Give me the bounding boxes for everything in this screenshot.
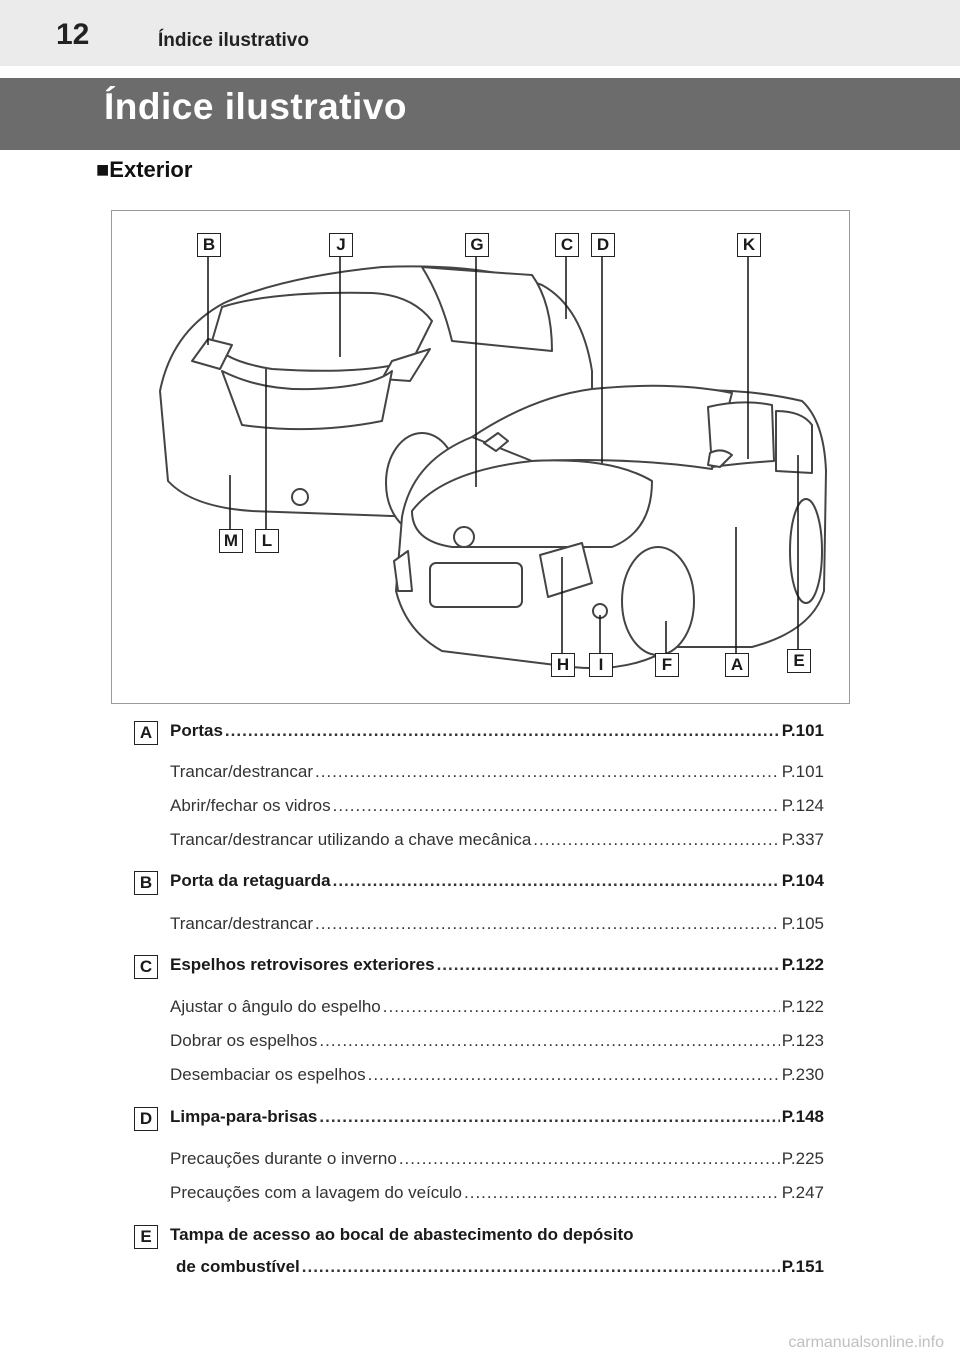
sub-entry[interactable]: Desembaciar os espelhosP.230 bbox=[170, 1065, 824, 1089]
callout-f: F bbox=[655, 653, 679, 677]
page-ref: P.151 bbox=[781, 1257, 824, 1276]
entry-a[interactable]: Portas P.101 bbox=[170, 721, 824, 745]
entry-e[interactable]: de combustível P.151 bbox=[176, 1257, 824, 1281]
page-ref: P.123 bbox=[781, 1031, 824, 1050]
page-ref: P.247 bbox=[781, 1183, 824, 1202]
callout-d: D bbox=[591, 233, 615, 257]
sub-entry[interactable]: Precauções durante o invernoP.225 bbox=[170, 1149, 824, 1173]
callout-h: H bbox=[551, 653, 575, 677]
page-number: 12 bbox=[56, 18, 90, 51]
entry-d[interactable]: Limpa-para-brisas P.148 bbox=[170, 1107, 824, 1131]
page-ref: P.101 bbox=[781, 721, 824, 740]
sub-entry[interactable]: Trancar/destrancarP.101 bbox=[170, 762, 824, 786]
callout-g: G bbox=[465, 233, 489, 257]
entry-title: Tampa de acesso ao bocal de abasteciment… bbox=[170, 1225, 634, 1244]
entry-title: Limpa-para-brisas bbox=[170, 1107, 318, 1126]
entry-b[interactable]: Porta da retaguarda P.104 bbox=[170, 871, 824, 895]
sub-entry[interactable]: Trancar/destrancar utilizando a chave me… bbox=[170, 830, 824, 854]
entry-letter-b: B bbox=[134, 871, 158, 895]
page-ref: P.230 bbox=[781, 1065, 824, 1084]
page-ref: P.122 bbox=[781, 997, 824, 1016]
sub-entry[interactable]: Dobrar os espelhosP.123 bbox=[170, 1031, 824, 1055]
page-title: Índice ilustrativo bbox=[104, 86, 408, 127]
page-ref: P.225 bbox=[781, 1149, 824, 1168]
callout-e: E bbox=[787, 649, 811, 673]
entry-letter-d: D bbox=[134, 1107, 158, 1131]
page-ref: P.148 bbox=[781, 1107, 824, 1126]
exterior-illustration: B J G C D K M L H I F A E bbox=[111, 210, 850, 704]
callout-j: J bbox=[329, 233, 353, 257]
title-banner bbox=[0, 78, 960, 150]
entry-letter-c: C bbox=[134, 955, 158, 979]
sub-entry[interactable]: Precauções com a lavagem do veículoP.247 bbox=[170, 1183, 824, 1207]
page-ref: P.122 bbox=[781, 955, 824, 974]
running-title: Índice ilustrativo bbox=[158, 30, 309, 51]
callout-c: C bbox=[555, 233, 579, 257]
callout-m: M bbox=[219, 529, 243, 553]
car-illustration bbox=[159, 257, 827, 670]
entry-title: Espelhos retrovisores exteriores bbox=[170, 955, 435, 974]
callout-i: I bbox=[589, 653, 613, 677]
page-ref: P.105 bbox=[781, 914, 824, 933]
entry-title: Portas bbox=[170, 721, 223, 740]
entry-title: Porta da retaguarda bbox=[170, 871, 331, 890]
entry-letter-a: A bbox=[134, 721, 158, 745]
callout-a: A bbox=[725, 653, 749, 677]
section-heading: ■Exterior bbox=[96, 157, 193, 182]
page-ref: P.101 bbox=[781, 762, 824, 781]
entry-c[interactable]: Espelhos retrovisores exteriores P.122 bbox=[170, 955, 824, 979]
callout-k: K bbox=[737, 233, 761, 257]
entry-letter-e: E bbox=[134, 1225, 158, 1249]
page-ref: P.337 bbox=[781, 830, 824, 849]
page-ref: P.104 bbox=[781, 871, 824, 890]
page-ref: P.124 bbox=[781, 796, 824, 815]
header-bar bbox=[0, 0, 960, 66]
sub-entry[interactable]: Abrir/fechar os vidrosP.124 bbox=[170, 796, 824, 820]
entry-title-continued: de combustível bbox=[176, 1257, 300, 1276]
watermark: carmanualsonline.info bbox=[788, 1334, 944, 1351]
sub-entry[interactable]: Ajustar o ângulo do espelhoP.122 bbox=[170, 997, 824, 1021]
callout-l: L bbox=[255, 529, 279, 553]
callout-b: B bbox=[197, 233, 221, 257]
sub-entry[interactable]: Trancar/destrancarP.105 bbox=[170, 914, 824, 938]
